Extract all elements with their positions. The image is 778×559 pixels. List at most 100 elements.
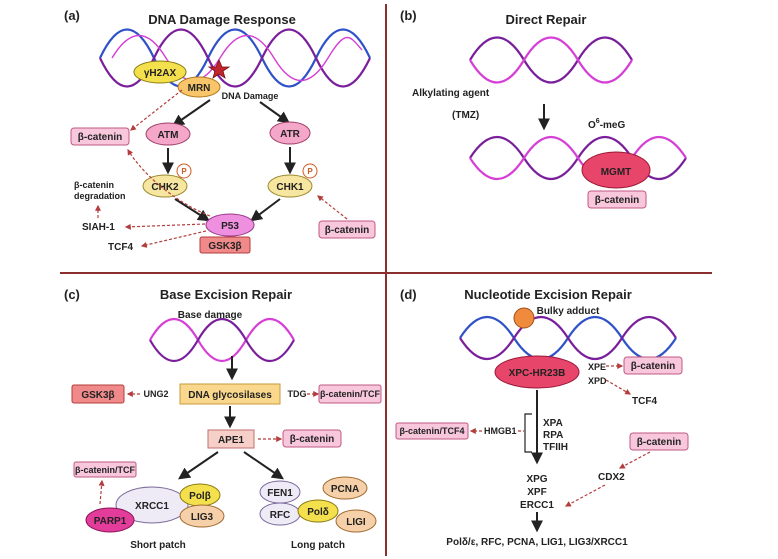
xpe-label: XPE xyxy=(588,362,606,372)
chk2-to-p53-arrow xyxy=(174,198,211,222)
mrn-to-beta-catenin-arrow xyxy=(130,89,183,131)
mgmt-node xyxy=(581,151,651,189)
gsk3b-box-a xyxy=(199,236,251,254)
beta-catenin-tcf-label-left: β-catenin/TCF xyxy=(75,465,135,475)
gsk3b-label-a: GSK3β xyxy=(208,241,241,252)
tdg-label: TDG xyxy=(288,389,307,399)
p53-to-siah1-arrow xyxy=(124,223,206,230)
panel-b: (b) Direct Repair Alkylating agent (TMZ)… xyxy=(400,8,687,209)
fen1-label: FEN1 xyxy=(267,488,293,499)
atm-label: ATM xyxy=(158,130,179,141)
tfiih-label: TFIIH xyxy=(543,442,568,453)
chk2-phospho-icon xyxy=(176,163,192,179)
panel-b-title: Direct Repair xyxy=(506,12,587,27)
arrow-to-atm xyxy=(172,99,211,127)
rfc-label: RFC xyxy=(270,510,291,521)
panel-d-letter: (d) xyxy=(400,287,417,302)
xpg-label: XPG xyxy=(526,474,547,485)
chk1-label: CHK1 xyxy=(276,182,304,193)
lig3-label: LIG3 xyxy=(191,512,214,523)
beta-catenin-to-chk1-arrow xyxy=(317,195,348,220)
tmz-label: (TMZ) xyxy=(452,110,479,121)
base-damage-label: Base damage xyxy=(178,310,243,321)
pold-label: Polδ xyxy=(307,507,329,518)
dna-helix-b-bottom xyxy=(469,135,687,181)
cdx2-to-ercc1-arrow xyxy=(564,484,606,507)
panel-a: (a) DNA Damage Response γH2AX MRN DNA Da… xyxy=(64,8,376,254)
siah1-label: SIAH-1 xyxy=(82,222,115,233)
chk2-label: CHK2 xyxy=(151,182,179,193)
short-patch-label: Short patch xyxy=(130,540,186,551)
p53-to-beta-catenin-arrow xyxy=(127,148,211,217)
glycosilases-box xyxy=(179,383,281,405)
tcf4-label-d: TCF4 xyxy=(632,396,657,407)
dna-helix-d xyxy=(459,315,677,361)
beta-catenin-label-d-right: β-catenin xyxy=(637,437,681,448)
p53-to-tcf4-arrow xyxy=(140,230,207,248)
ape1-to-short-patch-arrow xyxy=(178,451,219,480)
beta-catenin-label-d-top: β-catenin xyxy=(631,361,675,372)
hmgb1-label: HMGB1 xyxy=(484,426,517,436)
chk1-phospho-icon xyxy=(302,163,318,179)
panel-c-letter: (c) xyxy=(64,287,80,302)
beta-catenin-box-right xyxy=(318,220,376,239)
degradation-label-line2: degradation xyxy=(74,191,126,201)
beta-catenin-label-left: β-catenin xyxy=(78,132,122,143)
xpa-label: XPA xyxy=(543,418,563,429)
chk1-node xyxy=(267,174,313,198)
dna-helix-b-top xyxy=(469,36,633,84)
gsk3b-label-c: GSK3β xyxy=(81,390,114,401)
panel-d: (d) Nucleotide Excision Repair Bulky add… xyxy=(395,287,689,548)
pold-node xyxy=(297,499,339,523)
beta-catenin-label-c: β-catenin xyxy=(290,434,334,445)
atm-node xyxy=(145,122,191,146)
panel-b-letter: (b) xyxy=(400,8,417,23)
parp1-label: PARP1 xyxy=(94,516,127,527)
degradation-label-line1: β-catenin xyxy=(74,180,114,190)
polb-label: Polβ xyxy=(189,491,211,502)
parp1-node xyxy=(85,507,135,533)
tcf4-label-a: TCF4 xyxy=(108,242,133,253)
lig3-node xyxy=(179,504,225,528)
dna-helix-c xyxy=(149,318,295,362)
panel-c: (c) Base Excision Repair Base damage DNA… xyxy=(64,287,382,551)
lig1-label: LIGI xyxy=(346,517,366,528)
mgmt-label: MGMT xyxy=(601,167,632,178)
cdx2-label: CDX2 xyxy=(598,472,625,483)
arrow-to-atr xyxy=(259,101,290,124)
h2ax-label: γH2AX xyxy=(144,68,177,79)
xpf-label: XPF xyxy=(527,487,546,498)
beta-catenin-tcf4-box xyxy=(395,422,469,440)
mrn-label: MRN xyxy=(188,83,211,94)
beta-catenin-box-d-top xyxy=(623,356,683,375)
beta-catenin-label-right: β-catenin xyxy=(325,225,369,236)
beta-catenin-box-d-right xyxy=(629,432,689,451)
beta-catenin-tcf-box-right xyxy=(318,384,382,404)
beta-catenin-box-b xyxy=(587,190,647,209)
damage-star-icon xyxy=(207,58,231,79)
dna-damage-label: DNA Damage xyxy=(222,91,279,101)
p53-node xyxy=(205,213,255,237)
xrcc1-label: XRCC1 xyxy=(135,501,169,512)
ape1-label: APE1 xyxy=(218,435,245,446)
chk1-phospho-label: P xyxy=(307,167,313,176)
long-patch-label: Long patch xyxy=(291,540,345,551)
final-proteins-label: Polδ/ε, RFC, PCNA, LIG1, LIG3/XRCC1 xyxy=(446,537,628,548)
bulky-adduct-icon xyxy=(513,307,535,329)
bulky-adduct-label: Bulky adduct xyxy=(537,306,600,317)
atr-label: ATR xyxy=(280,129,301,140)
ape1-box xyxy=(207,429,255,449)
glycosilases-label: DNA glycosilases xyxy=(188,390,272,401)
panel-d-title: Nucleotide Excision Repair xyxy=(464,287,632,302)
ner-bracket xyxy=(524,413,532,453)
ung2-label: UNG2 xyxy=(143,389,168,399)
beta-catenin-tcf-box-left xyxy=(73,461,137,478)
h2ax-node xyxy=(133,60,187,84)
beta-catenin-label-b: β-catenin xyxy=(595,195,639,206)
atr-node xyxy=(269,121,311,145)
mrn-node xyxy=(177,76,221,98)
panel-a-letter: (a) xyxy=(64,8,80,23)
ercc1-label: ERCC1 xyxy=(520,500,554,511)
ape1-to-long-patch-arrow xyxy=(243,451,284,480)
